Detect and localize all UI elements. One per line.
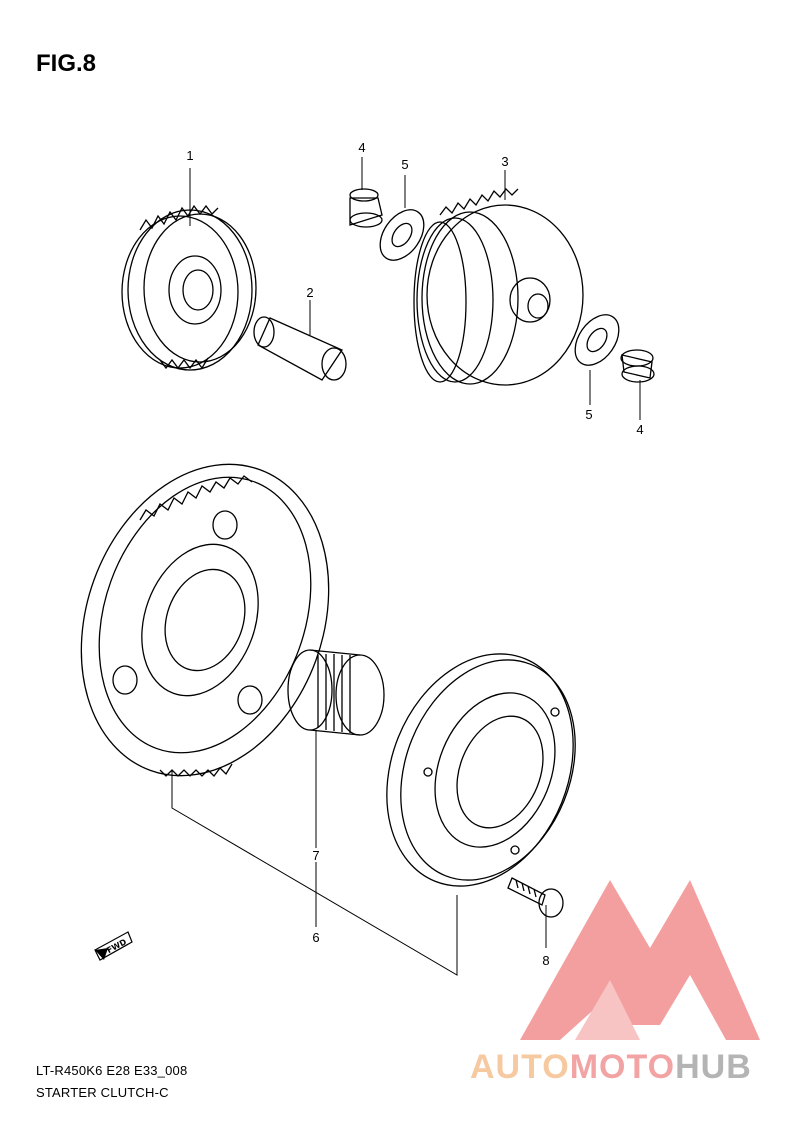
callout-5-top: 5 [401,157,409,172]
callout-8: 8 [542,953,550,968]
part-7-needle-bearing [287,649,385,736]
part-8-bolt [507,877,564,918]
part-6-one-way-clutch [386,653,576,887]
diagram-code: LT-R450K6 E28 E33_008 [36,1063,188,1078]
figure-title: FIG.8 [36,50,97,77]
part-4-bushing-bottom [620,349,655,383]
part-1-gear [121,204,257,371]
callout-1: 1 [186,148,194,163]
diagram-description: STARTER CLUTCH-C [36,1085,169,1100]
callout-7: 7 [312,848,320,863]
fwd-arrow-icon: FWD [94,931,133,961]
callout-4-top: 4 [358,140,366,155]
callout-4-bottom: 4 [636,422,644,437]
watermark-part-1: AUTO [470,1048,570,1086]
callout-6: 6 [312,930,320,945]
part-3-gear-assembly [413,188,584,386]
part-4-bushing-top [349,188,383,228]
watermark-logo-icon [520,880,760,1040]
callout-5-bottom: 5 [585,407,593,422]
watermark-text: AUTOMOTOHUB [470,1048,752,1087]
part-2-shaft [253,316,347,381]
callout-3: 3 [501,154,509,169]
part-5-washer-top [379,209,425,261]
watermark-part-3: HUB [675,1048,752,1086]
part-6-large-gear [80,463,330,777]
callout-2: 2 [306,285,314,300]
part-5-washer-bottom [574,314,620,366]
watermark-part-2: MOTO [569,1048,676,1086]
